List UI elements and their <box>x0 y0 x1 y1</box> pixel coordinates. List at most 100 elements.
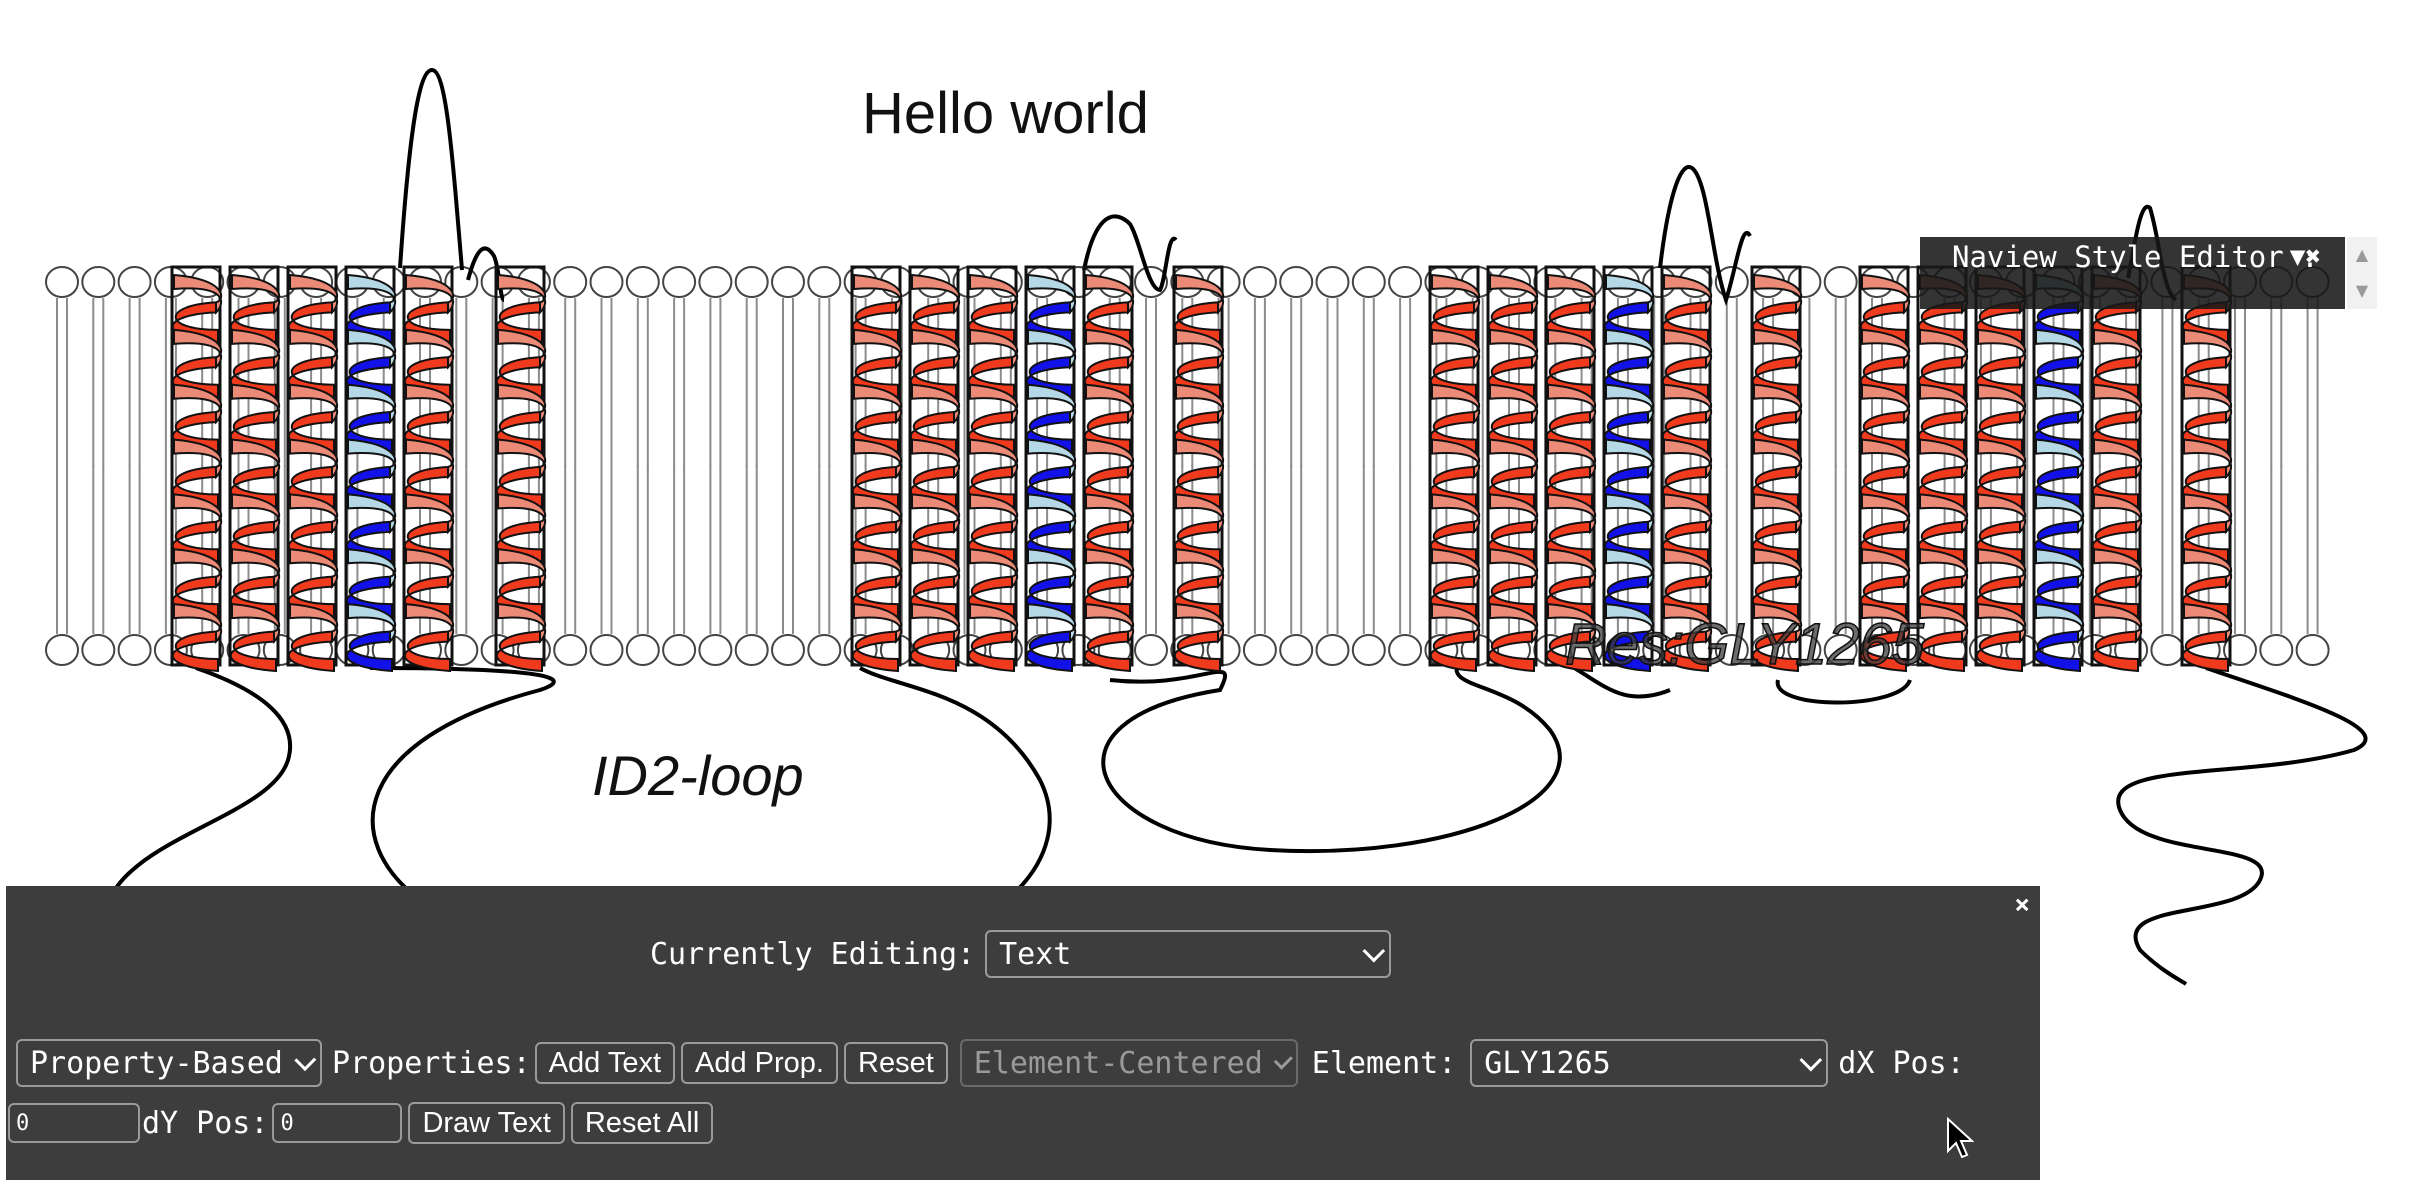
lipid-head <box>117 634 152 666</box>
helix <box>1428 265 1481 673</box>
panel-close-icon[interactable]: × <box>2014 890 2030 920</box>
element-select[interactable]: GLY1265 <box>1470 1039 1829 1087</box>
lipid-head <box>553 634 588 666</box>
lipid-head <box>589 266 624 298</box>
lipid-head <box>81 634 116 666</box>
helix-front-ribbon <box>851 630 899 673</box>
lipid-head <box>1823 266 1858 298</box>
element-label: Element: <box>1311 1045 1457 1081</box>
helix-front-ribbon <box>1603 630 1651 673</box>
helix-front-ribbon <box>495 630 543 673</box>
lipid-head <box>662 266 697 298</box>
helix <box>402 265 455 673</box>
helix-front-ribbon <box>1429 630 1477 673</box>
currently-editing-select[interactable]: Text <box>985 930 1392 978</box>
lipid-head <box>1351 634 1386 666</box>
helix <box>1486 265 1539 673</box>
helix-front-ribbon <box>345 630 393 673</box>
loop-line <box>2116 666 2368 986</box>
helix <box>1858 265 1911 673</box>
helix-front-ribbon <box>2091 630 2139 673</box>
properties-label: Properties: <box>332 1045 531 1081</box>
helix <box>1660 265 1713 673</box>
loop-line <box>398 67 464 271</box>
dy-pos-label: dY Pos: <box>142 1105 269 1141</box>
mouse-cursor-icon <box>1947 1117 1974 1159</box>
helix <box>1172 265 1225 673</box>
helix-front-ribbon <box>1917 630 1965 673</box>
lipid-head <box>1206 266 1241 298</box>
lipid-head <box>2223 634 2257 666</box>
helix-front-ribbon <box>287 630 335 673</box>
lipid-head <box>2295 634 2330 666</box>
helix <box>344 265 397 673</box>
helix <box>170 265 223 673</box>
helix-front-ribbon <box>229 630 277 673</box>
scroll-up-icon[interactable]: ▲ <box>2355 245 2369 264</box>
lipid-head <box>2150 634 2185 666</box>
lipid-head <box>1134 634 1168 666</box>
chevron-down-icon <box>1273 1050 1293 1070</box>
lipid-head <box>2259 634 2294 666</box>
lipid-head <box>807 634 842 666</box>
helix <box>1544 265 1597 673</box>
lipid-head <box>771 634 805 666</box>
lipid-head <box>625 634 660 666</box>
helix <box>966 265 1019 673</box>
centering-select[interactable]: Element-Centered <box>959 1039 1298 1087</box>
lipid-head <box>1388 634 1423 666</box>
helix-front-ribbon <box>967 630 1015 673</box>
helix <box>1024 265 1077 673</box>
add-text-button[interactable]: Add Text <box>534 1042 676 1084</box>
residue-label[interactable]: Res:GLY1265 <box>1564 611 1925 678</box>
lipid-head <box>1242 266 1277 298</box>
scroll-down-icon[interactable]: ▼ <box>2355 281 2369 300</box>
add-prop-button[interactable]: Add Prop. <box>681 1042 838 1084</box>
id2-loop-label[interactable]: ID2-loop <box>592 744 804 807</box>
helix <box>1082 265 1135 673</box>
dx-pos-label: dX Pos: <box>1838 1045 1965 1081</box>
helix-front-ribbon <box>1173 630 1221 673</box>
helix-front-ribbon <box>171 630 219 673</box>
helix <box>850 265 903 673</box>
lipid-head <box>698 634 733 666</box>
lipid-head <box>81 266 116 298</box>
chevron-down-icon <box>1362 939 1386 963</box>
mode-select[interactable]: Property-Based <box>16 1039 322 1087</box>
helix <box>1750 265 1803 673</box>
lipid-head <box>625 266 660 298</box>
loop-line <box>466 246 506 302</box>
helix <box>2180 265 2233 673</box>
dy-pos-input[interactable]: 0 <box>272 1103 403 1143</box>
helix-front-ribbon <box>1975 630 2023 673</box>
lipid-head <box>553 266 588 298</box>
draw-text-button[interactable]: Draw Text <box>408 1102 565 1144</box>
helix <box>908 265 961 673</box>
lipid-head <box>734 634 769 666</box>
lipid-head <box>734 266 769 298</box>
currently-editing-value: Text <box>999 936 1072 972</box>
lipid-head <box>771 266 805 298</box>
helix-front-ribbon <box>2033 630 2081 673</box>
lipid-head <box>1279 266 1314 298</box>
lipid-head <box>1315 634 1350 666</box>
lipid-head <box>117 266 152 298</box>
dx-pos-input[interactable]: 0 <box>8 1103 140 1143</box>
loop-line <box>1658 165 1752 307</box>
lipid-head <box>45 266 79 298</box>
naview-scrollbar[interactable]: ▲ ▼ <box>2347 237 2377 309</box>
minimize-icon[interactable]: ▼ <box>2289 242 2306 272</box>
helix-front-ribbon <box>2181 630 2229 673</box>
helix-front-ribbon <box>1751 630 1799 673</box>
reset-all-button[interactable]: Reset All <box>570 1102 714 1144</box>
helix <box>1916 265 1969 673</box>
helix-front-ribbon <box>403 630 451 673</box>
helix-front-ribbon <box>1545 630 1593 673</box>
close-icon[interactable]: ✖ <box>2305 242 2321 272</box>
reset-button[interactable]: Reset <box>844 1042 948 1084</box>
naview-style-editor-bar[interactable]: Naview Style Editor : ▼✖ <box>1920 237 2345 309</box>
helix <box>286 265 339 673</box>
helix <box>228 265 281 673</box>
hello-world-label[interactable]: Hello world <box>862 81 1149 146</box>
helix <box>2032 265 2085 673</box>
